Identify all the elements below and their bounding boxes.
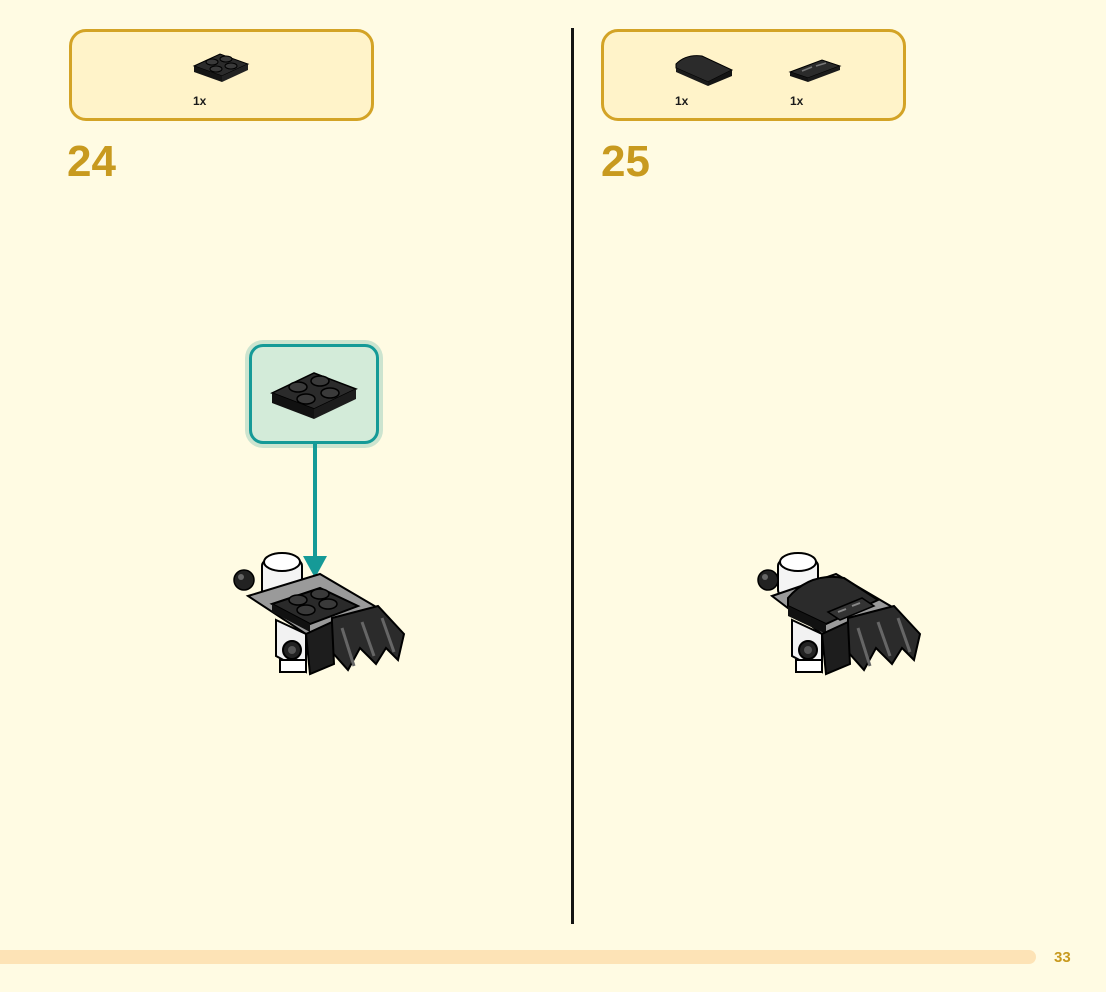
parts-list-step-24: 1x — [69, 29, 374, 121]
model-assembly-step-24 — [228, 548, 412, 687]
quantity-label: 1x — [675, 94, 689, 108]
step-number: 24 — [67, 137, 116, 186]
tile-1x2-grille-black-icon — [788, 58, 842, 84]
curved-slope-black-icon — [672, 52, 738, 88]
new-part-callout — [249, 344, 379, 444]
model-assembly-step-25 — [744, 548, 928, 687]
plate-2x2-black-icon — [190, 50, 254, 86]
quantity-label: 1x — [193, 94, 207, 108]
step-divider — [571, 28, 574, 924]
page-number: 33 — [1054, 949, 1071, 966]
quantity-label: 1x — [790, 94, 804, 108]
placement-arrow-icon — [300, 444, 330, 585]
parts-list-step-25: 1x 1x — [601, 29, 906, 121]
footer-bar — [0, 950, 1036, 964]
plate-2x2-black-icon — [268, 363, 360, 430]
step-number: 25 — [601, 137, 650, 186]
